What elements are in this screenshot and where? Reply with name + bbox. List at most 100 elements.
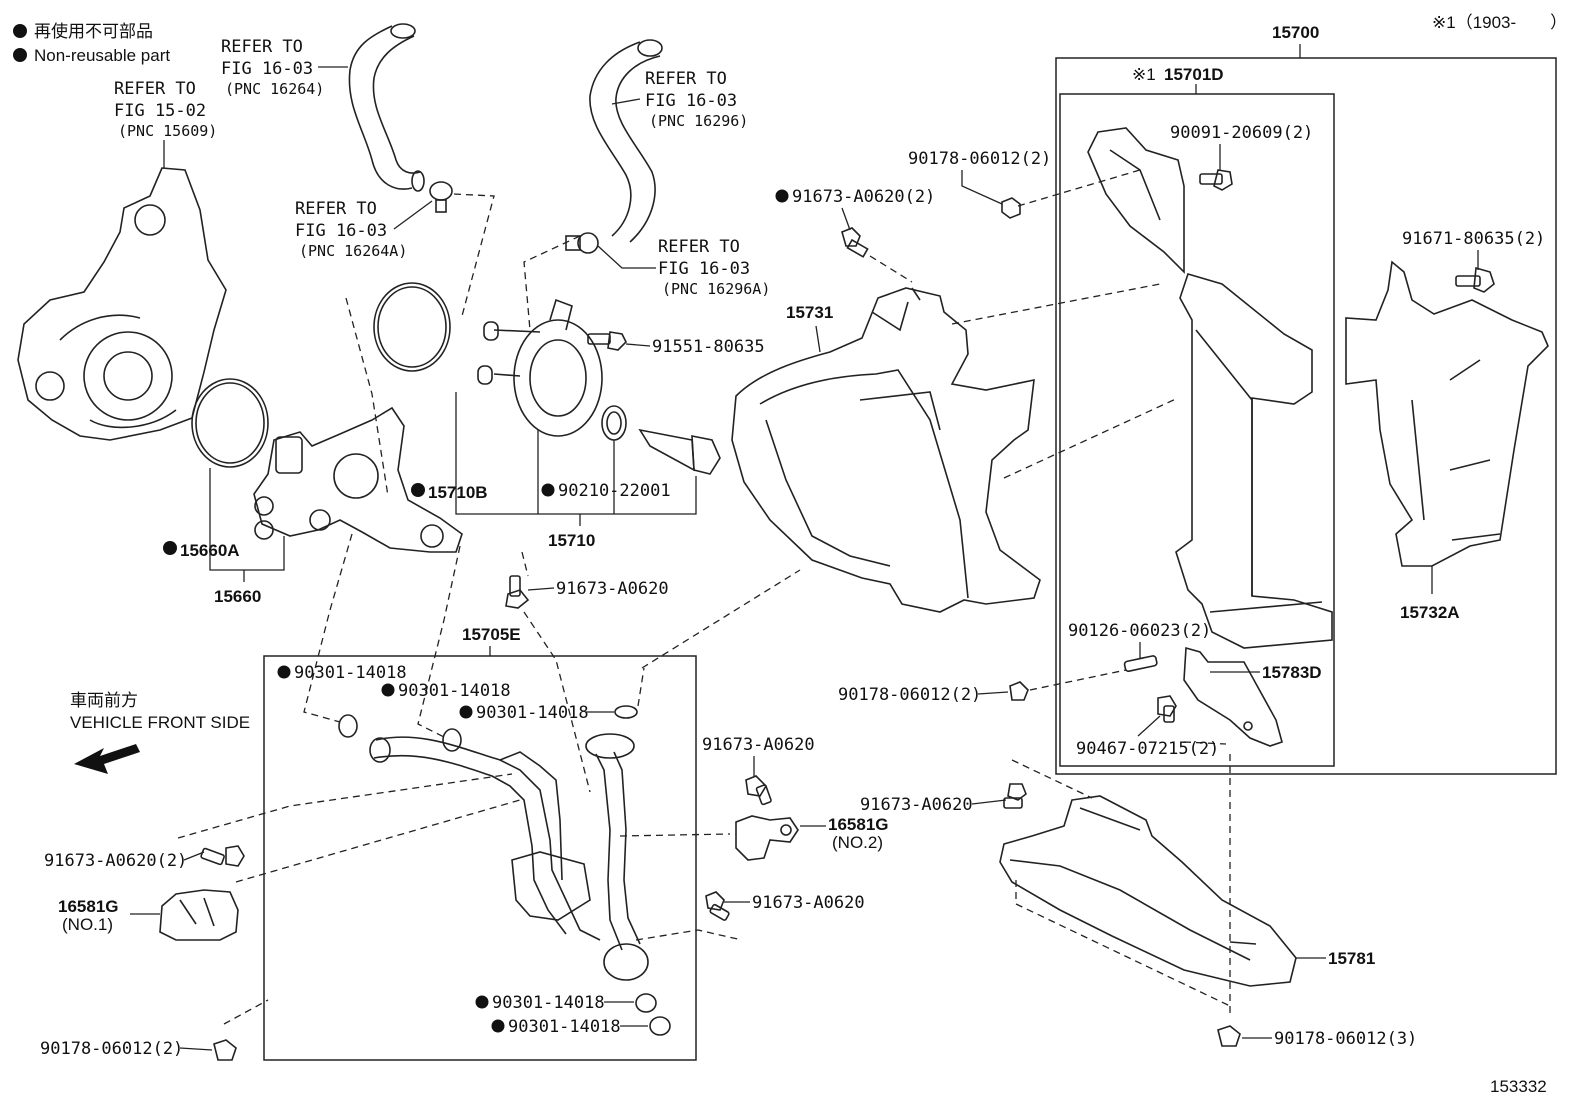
bolt-91673-a0620-f <box>1003 783 1027 809</box>
bolt-91673-a0620-b <box>505 575 530 609</box>
illustration-id: 153332 <box>1490 1077 1547 1096</box>
svg-text:FIG 15-02: FIG 15-02 <box>114 101 206 121</box>
gasket-90301-14018-c <box>614 705 638 719</box>
svg-text:REFER TO: REFER TO <box>658 237 740 257</box>
part-91671-80635: 91671-80635(2) <box>1402 229 1545 249</box>
oil-cooler-15710 <box>477 298 603 437</box>
assembly-frame-15700 <box>1055 57 1557 775</box>
bracket-15783d <box>1183 646 1283 747</box>
gasket-90210-22001 <box>601 405 627 441</box>
o-ring-15710b <box>373 282 451 372</box>
non-reusable-bullet-icon <box>13 48 27 62</box>
part-90301-14018-c: 90301-14018 <box>476 703 589 723</box>
water-pipe-assembly-15705e <box>369 733 649 981</box>
oil-cooler-core-15700 <box>1175 273 1333 649</box>
svg-text:REFER TO: REFER TO <box>114 79 196 99</box>
pnc-15710: 15710 <box>548 531 595 550</box>
bolt-91673-a0620-a <box>841 227 869 258</box>
nut-90178-06012-a <box>1001 197 1021 219</box>
bracket-15701d <box>1087 127 1185 274</box>
legend: 再使用不可部品 Non-reusable part <box>13 21 170 65</box>
pnc-15700: 15700 <box>1272 23 1319 42</box>
bolt-90091-20609 <box>1199 169 1233 191</box>
pnc-15701d: 15701D <box>1164 65 1224 84</box>
assembly-frame-15701d <box>1059 93 1335 767</box>
part-90091-20609: 90091-20609(2) <box>1170 123 1313 143</box>
svg-text:(PNC 16264): (PNC 16264) <box>225 80 324 98</box>
direction-label-jp: 車両前方 <box>70 691 138 710</box>
bolt-90467-07215 <box>1157 695 1177 723</box>
pnc-15660: 15660 <box>214 587 261 606</box>
part-91673-a0620-f: 91673-A0620 <box>860 795 973 815</box>
part-90126-06023: 90126-06023(2) <box>1068 621 1211 641</box>
o-ring-15660a <box>191 378 269 468</box>
part-90178-06012-b: 90178-06012(2) <box>838 685 981 705</box>
stud-90126-06023 <box>1123 655 1158 673</box>
part-91673-a0620-e: 91673-A0620 <box>752 893 865 913</box>
air-duct-15731 <box>731 287 1041 613</box>
part-91551-80635: 91551-80635 <box>652 337 765 357</box>
part-90301-14018-d: 90301-14018 <box>492 993 605 1013</box>
part-90178-06012-c: 90178-06012(2) <box>40 1039 183 1059</box>
legend-non-reusable-jp: 再使用不可部品 <box>34 21 153 41</box>
part-91673-a0620-a: 91673-A0620(2) <box>792 187 935 207</box>
direction-label-en: VEHICLE FRONT SIDE <box>70 713 250 732</box>
clamp-16581g-no1 <box>159 889 239 941</box>
non-reusable-bullet-icon <box>13 24 27 38</box>
pnc-15701d-mark: ※1 <box>1132 65 1156 84</box>
refer-callout-16264a: REFER TO FIG 16-03 (PNC 16264A) <box>295 199 433 260</box>
svg-text:FIG 16-03: FIG 16-03 <box>645 91 737 111</box>
bolt-91551-80635 <box>587 331 627 351</box>
svg-text:(PNC 16264A): (PNC 16264A) <box>299 242 407 260</box>
part-91673-a0620-c: 91673-A0620 <box>702 735 815 755</box>
nut-90178-06012-c <box>213 1039 237 1061</box>
pnc-15732a: 15732A <box>1400 603 1460 622</box>
under-cover-15781 <box>999 795 1297 987</box>
svg-text:(PNC 15609): (PNC 15609) <box>118 122 217 140</box>
svg-text:REFER TO: REFER TO <box>645 69 727 89</box>
hose-clamp-16264a <box>429 181 453 213</box>
pnc-15783d: 15783D <box>1262 663 1322 682</box>
svg-text:(PNC 16296A): (PNC 16296A) <box>662 280 770 298</box>
refer-callout-16296: REFER TO FIG 16-03 (PNC 16296) <box>611 69 748 130</box>
pnc-16581g-no2-sub: (NO.2) <box>832 833 883 852</box>
pnc-15731: 15731 <box>786 303 833 322</box>
upper-hose-16264 <box>348 23 425 192</box>
pnc-16581g-no1: 16581G <box>58 897 119 916</box>
refer-callout-15609: REFER TO FIG 15-02 (PNC 15609) <box>114 79 217 168</box>
pnc-16581g-no2: 16581G <box>828 815 889 834</box>
svg-text:(PNC 16296): (PNC 16296) <box>649 112 748 130</box>
bolt-91673-a0620-e <box>705 891 730 921</box>
pnc-15781: 15781 <box>1328 949 1375 968</box>
bolt-91673-a0620-c <box>745 775 772 806</box>
water-pump-housing <box>17 167 227 441</box>
clamp-16581g-no2 <box>735 815 799 861</box>
gasket-90301-14018-b <box>442 728 462 752</box>
nut-90178-06012-b <box>1009 681 1029 701</box>
svg-text:FIG 16-03: FIG 16-03 <box>295 221 387 241</box>
refer-callout-16296a: REFER TO FIG 16-03 (PNC 16296A) <box>597 237 770 298</box>
nut-90178-06012-d <box>1217 1025 1241 1047</box>
part-90301-14018-a: 90301-14018 <box>294 663 407 683</box>
pnc-15710b: 15710B <box>428 483 488 502</box>
front-arrow-icon <box>74 744 140 774</box>
part-90210-22001: 90210-22001 <box>558 481 671 501</box>
assembly-frame-15705e <box>263 655 697 1061</box>
union-bolt-15710 <box>638 428 721 475</box>
svg-text:REFER TO: REFER TO <box>295 199 377 219</box>
water-inlet-housing-15660 <box>253 406 463 553</box>
part-90467-07215: 90467-07215(2) <box>1076 739 1219 759</box>
part-91673-a0620-b: 91673-A0620 <box>556 579 669 599</box>
svg-text:FIG 16-03: FIG 16-03 <box>658 259 750 279</box>
bolt-91671-80635 <box>1455 266 1495 293</box>
hose-clamp-16296a <box>565 232 599 254</box>
part-90178-06012-a: 90178-06012(2) <box>908 149 1051 169</box>
bolt-91673-a0620-d <box>200 845 245 867</box>
gasket-90301-14018-e <box>649 1016 671 1036</box>
refer-callout-16264: REFER TO FIG 16-03 (PNC 16264) <box>221 37 348 98</box>
gasket-90301-14018-d <box>635 993 657 1013</box>
part-90301-14018-e: 90301-14018 <box>508 1017 621 1037</box>
svg-text:FIG 16-03: FIG 16-03 <box>221 59 313 79</box>
pnc-15705e: 15705E <box>462 625 521 644</box>
air-guide-15732a <box>1345 260 1549 567</box>
